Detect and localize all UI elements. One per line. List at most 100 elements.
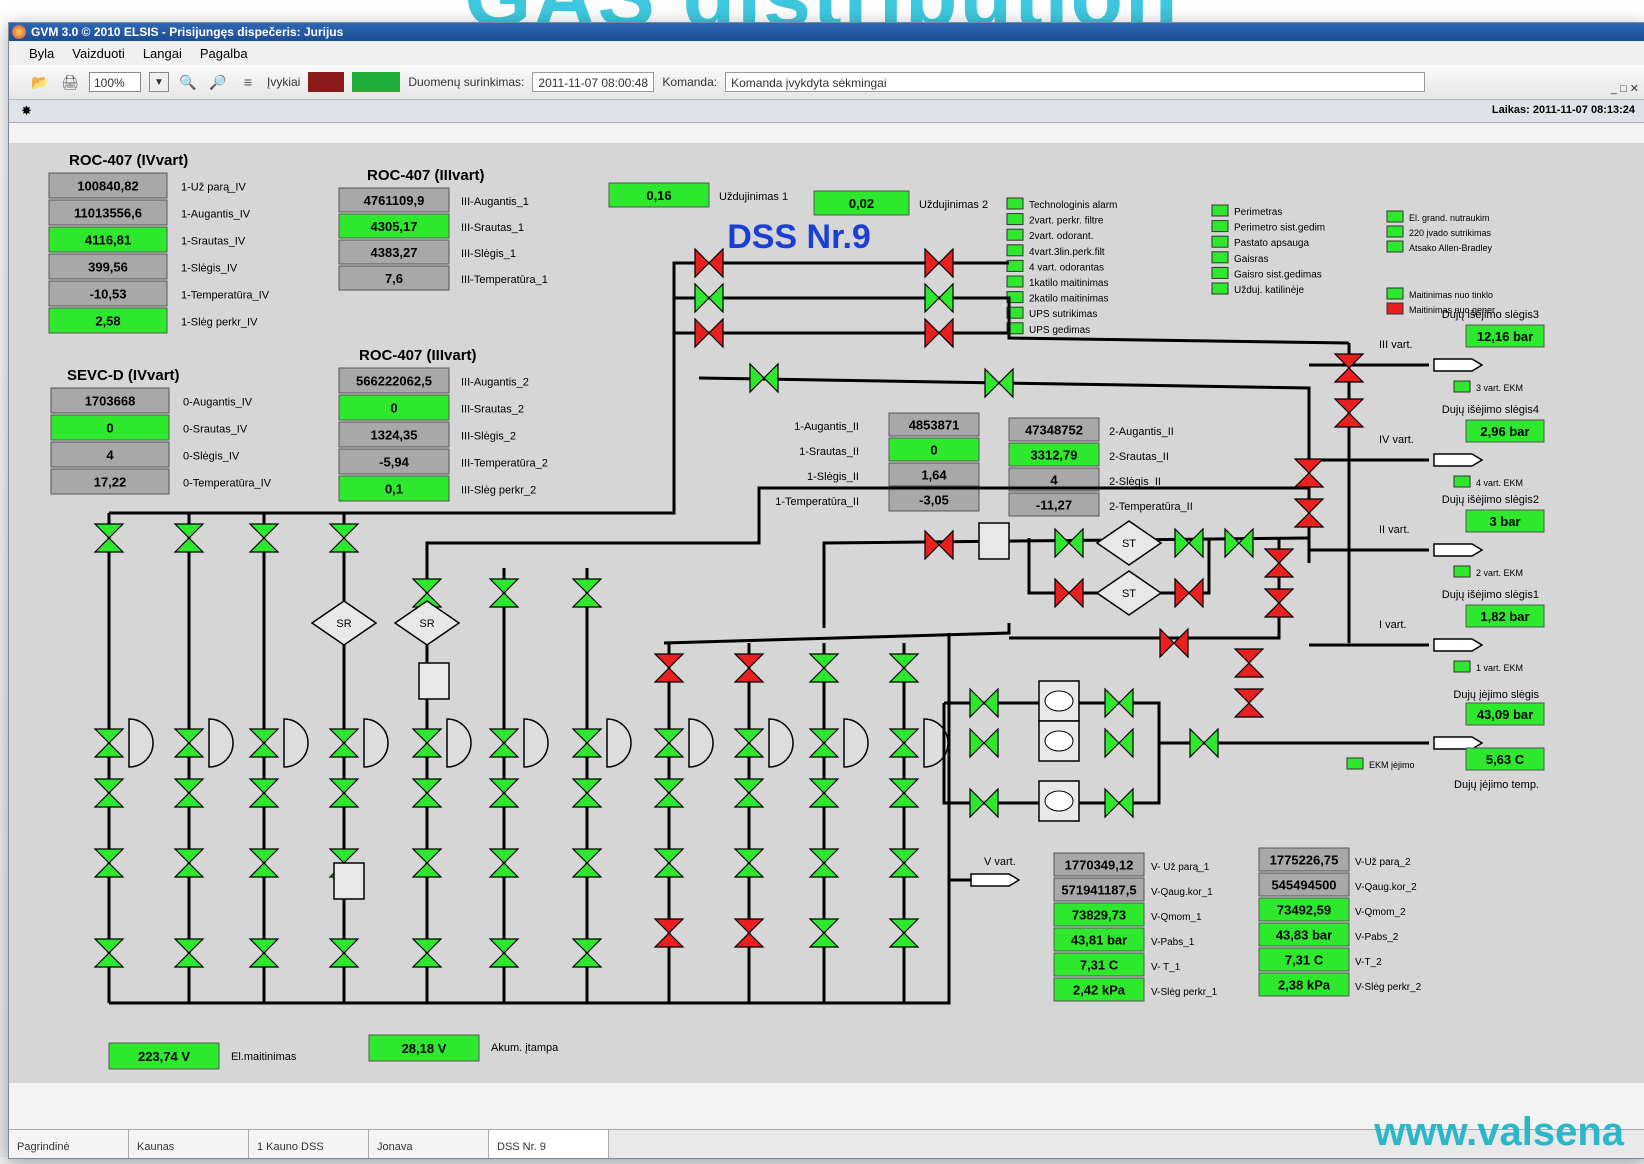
valve-icon[interactable] (328, 523, 360, 553)
valve-icon[interactable] (571, 778, 603, 808)
valve-icon[interactable] (93, 938, 125, 968)
valve-icon[interactable] (1174, 577, 1204, 609)
valve-icon[interactable] (653, 653, 685, 683)
valve-icon[interactable] (888, 848, 920, 878)
valve-icon[interactable] (1333, 353, 1365, 383)
menu-vaizduoti[interactable]: Vaizduoti (72, 45, 125, 61)
valve-icon[interactable] (248, 523, 280, 553)
valve-icon[interactable] (248, 728, 280, 758)
tab-3[interactable]: Jonava (369, 1130, 489, 1158)
valve-icon[interactable] (488, 578, 520, 608)
alarm-indicator-green[interactable] (352, 72, 401, 92)
valve-icon[interactable] (653, 918, 685, 948)
valve-icon[interactable] (808, 918, 840, 948)
valve-icon[interactable] (1263, 588, 1295, 618)
valve-icon[interactable] (173, 938, 205, 968)
valve-icon[interactable] (1263, 548, 1295, 578)
valve-icon[interactable] (888, 778, 920, 808)
valve-icon[interactable] (733, 653, 765, 683)
valve-icon[interactable] (653, 848, 685, 878)
valve-icon[interactable] (93, 728, 125, 758)
tab-2[interactable]: 1 Kauno DSS (249, 1130, 369, 1158)
command-field[interactable]: Komanda įvykdyta sėkmingai (725, 72, 1426, 92)
valve-icon[interactable] (984, 367, 1014, 399)
valve-icon[interactable] (1104, 787, 1134, 819)
valve-icon[interactable] (1333, 398, 1365, 428)
valve-icon[interactable] (888, 653, 920, 683)
valve-icon[interactable] (694, 282, 724, 314)
valve-icon[interactable] (93, 848, 125, 878)
valve-icon[interactable] (411, 778, 443, 808)
valve-icon[interactable] (488, 938, 520, 968)
valve-icon[interactable] (328, 778, 360, 808)
valve-icon[interactable] (1104, 687, 1134, 719)
valve-icon[interactable] (173, 848, 205, 878)
valve-icon[interactable] (248, 848, 280, 878)
valve-icon[interactable] (571, 938, 603, 968)
window-controls[interactable]: _ □ ✕ (1610, 83, 1639, 95)
valve-icon[interactable] (1054, 577, 1084, 609)
open-folder-icon[interactable]: 📂 (31, 73, 49, 90)
valve-icon[interactable] (488, 778, 520, 808)
alarm-indicator-red[interactable] (308, 72, 345, 92)
valve-icon[interactable] (969, 787, 999, 819)
valve-icon[interactable] (411, 728, 443, 758)
valve-icon[interactable] (328, 938, 360, 968)
valve-icon[interactable] (1224, 527, 1254, 559)
valve-icon[interactable] (694, 247, 724, 279)
valve-icon[interactable] (888, 728, 920, 758)
valve-icon[interactable] (93, 778, 125, 808)
tab-1[interactable]: Kaunas (129, 1130, 249, 1158)
valve-icon[interactable] (653, 728, 685, 758)
valve-icon[interactable] (173, 778, 205, 808)
valve-icon[interactable] (808, 653, 840, 683)
valve-icon[interactable] (808, 778, 840, 808)
valve-icon[interactable] (1233, 648, 1265, 678)
zoom-in-icon[interactable]: 🔍 (179, 73, 197, 90)
valve-icon[interactable] (733, 918, 765, 948)
zoom-select[interactable]: 100% (89, 72, 141, 92)
valve-icon[interactable] (808, 728, 840, 758)
valve-icon[interactable] (248, 938, 280, 968)
tab-0[interactable]: Pagrindinė (9, 1130, 129, 1158)
valve-icon[interactable] (1104, 727, 1134, 759)
chart-icon[interactable]: ≡ (243, 74, 253, 90)
valve-icon[interactable] (411, 938, 443, 968)
valve-icon[interactable] (488, 728, 520, 758)
valve-icon[interactable] (924, 529, 954, 561)
valve-icon[interactable] (733, 778, 765, 808)
valve-icon[interactable] (969, 687, 999, 719)
data-collection-field[interactable]: 2011-11-07 08:00:48 (532, 72, 655, 92)
valve-icon[interactable] (1293, 498, 1325, 528)
valve-icon[interactable] (653, 778, 685, 808)
valve-icon[interactable] (571, 578, 603, 608)
menu-langai[interactable]: Langai (142, 45, 182, 61)
valve-icon[interactable] (694, 317, 724, 349)
valve-icon[interactable] (888, 918, 920, 948)
valve-icon[interactable] (924, 247, 954, 279)
valve-icon[interactable] (733, 848, 765, 878)
menu-pagalba[interactable]: Pagalba (199, 45, 248, 61)
valve-icon[interactable] (328, 728, 360, 758)
menu-byla[interactable]: Byla (29, 45, 55, 61)
zoom-out-icon[interactable]: 🔎 (209, 73, 227, 90)
valve-icon[interactable] (808, 848, 840, 878)
valve-icon[interactable] (1233, 688, 1265, 718)
valve-icon[interactable] (1293, 458, 1325, 488)
valve-icon[interactable] (924, 317, 954, 349)
valve-icon[interactable] (1174, 527, 1204, 559)
valve-icon[interactable] (1159, 627, 1189, 659)
valve-icon[interactable] (93, 523, 125, 553)
valve-icon[interactable] (488, 848, 520, 878)
valve-icon[interactable] (924, 282, 954, 314)
valve-icon[interactable] (749, 362, 779, 394)
valve-icon[interactable] (1189, 727, 1219, 759)
valve-icon[interactable] (173, 728, 205, 758)
tab-4[interactable]: DSS Nr. 9 (489, 1130, 609, 1158)
print-icon[interactable]: 🖨 (61, 73, 79, 90)
valve-icon[interactable] (411, 848, 443, 878)
valve-icon[interactable] (571, 728, 603, 758)
valve-icon[interactable] (733, 728, 765, 758)
chevron-down-icon[interactable]: ▼ (149, 72, 169, 92)
valve-icon[interactable] (571, 848, 603, 878)
